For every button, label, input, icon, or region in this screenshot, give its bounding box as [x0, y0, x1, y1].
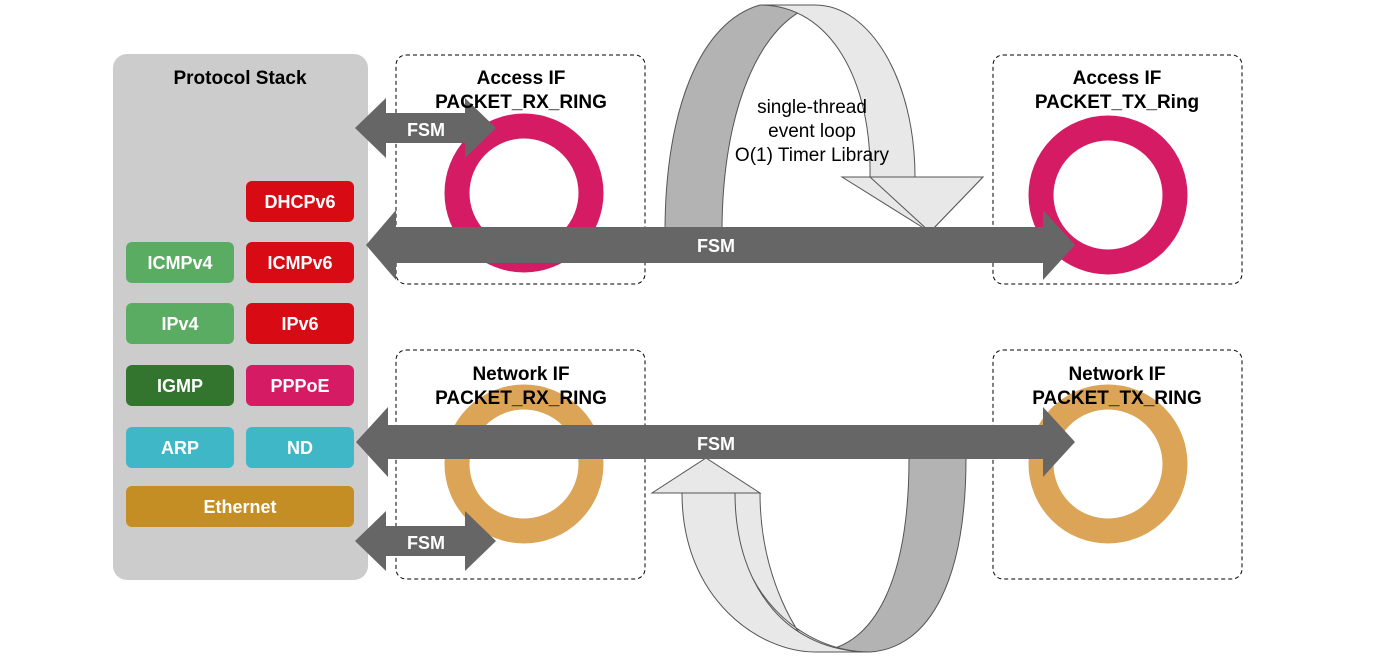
access-rx-title-line2: PACKET_RX_RING: [435, 92, 607, 113]
block-ethernet: [126, 486, 354, 527]
block-icmpv4-label: ICMPv4: [147, 253, 212, 273]
interface-boxes: [395, 54, 1243, 580]
event-loop-line3: O(1) Timer Library: [735, 145, 890, 166]
protocol-stack-title: Protocol Stack: [173, 68, 306, 89]
fsm-arrow-access-long: [366, 210, 1075, 280]
network-rx-ring: [444, 384, 604, 544]
block-arp: [126, 427, 234, 468]
block-dhcpv6-label: DHCPv6: [264, 192, 335, 212]
event-loop-lower-back-band: [814, 457, 967, 653]
fsm-label-network-long: FSM: [697, 434, 735, 454]
event-loop-lower-arrow-fill: [681, 492, 871, 653]
event-loop-upper-arrowhead: [868, 176, 985, 233]
block-icmpv4: [126, 242, 234, 283]
access-tx-box: [992, 54, 1243, 285]
network-rx-box: [395, 349, 646, 580]
block-arp-label: ARP: [161, 438, 199, 458]
network-tx-ring: [1028, 384, 1188, 544]
access-tx-title-line1: Access IF: [1073, 68, 1162, 89]
event-loop-arrow-lower: [650, 457, 967, 653]
block-ipv6: [246, 303, 354, 344]
block-nd-label: ND: [287, 438, 313, 458]
block-pppoe: [246, 365, 354, 406]
block-ipv6-label: IPv6: [281, 314, 318, 334]
network-rx-title-line2: PACKET_RX_RING: [435, 388, 607, 409]
fsm-label-network-short: FSM: [407, 533, 445, 553]
block-icmpv6: [246, 242, 354, 283]
network-tx-title-line1: Network IF: [1068, 364, 1165, 385]
fsm-label-access-long: FSM: [697, 236, 735, 256]
block-nd: [246, 427, 354, 468]
block-pppoe-label: PPPoE: [270, 376, 329, 396]
block-igmp: [126, 365, 234, 406]
block-ipv4: [126, 303, 234, 344]
protocol-stack: Protocol Stack DHCPv6 ICMPv4 ICMPv6 IPv4…: [113, 54, 368, 580]
block-ipv4-label: IPv4: [161, 314, 198, 334]
block-igmp-label: IGMP: [157, 376, 203, 396]
fsm-label-access-short: FSM: [407, 120, 445, 140]
event-loop-arrow-upper: [664, 4, 985, 233]
event-loop-lower-arrowhead: [650, 457, 762, 494]
event-loop-line2: event loop: [768, 121, 856, 142]
network-tx-box: [992, 349, 1243, 580]
event-loop-line1: single-thread: [757, 97, 867, 118]
event-loop-upper-back-band: [664, 4, 816, 233]
access-rx-title-line1: Access IF: [477, 68, 566, 89]
access-tx-ring: [1028, 115, 1188, 275]
fsm-arrow-access-short: [355, 98, 496, 158]
block-ethernet-label: Ethernet: [203, 497, 276, 517]
network-rx-title-line1: Network IF: [472, 364, 569, 385]
network-tx-title-line2: PACKET_TX_RING: [1032, 388, 1202, 409]
block-icmpv6-label: ICMPv6: [267, 253, 332, 273]
fsm-arrows: [355, 98, 1075, 571]
access-rx-box: [395, 54, 646, 285]
fsm-arrow-network-short: [355, 511, 496, 571]
access-tx-title-line2: PACKET_TX_Ring: [1035, 92, 1199, 113]
fsm-arrow-network-long: [356, 407, 1075, 477]
block-dhcpv6: [246, 181, 354, 222]
